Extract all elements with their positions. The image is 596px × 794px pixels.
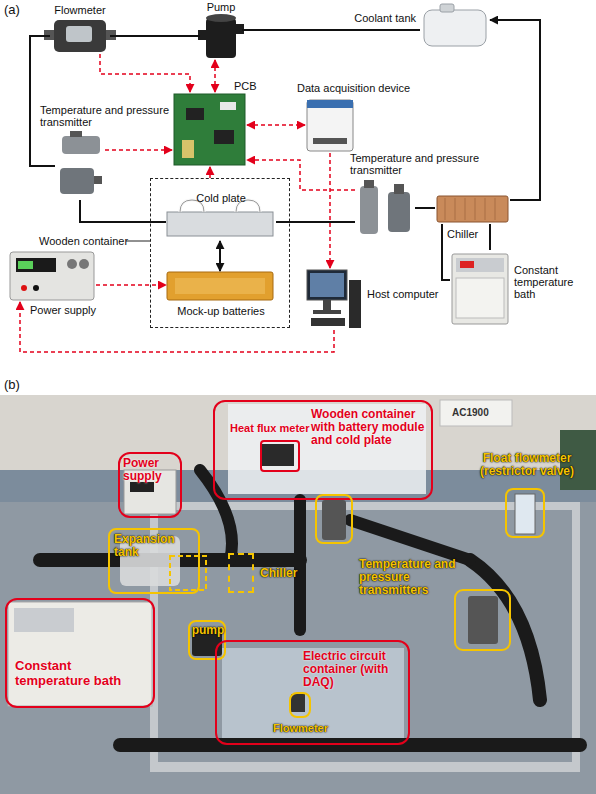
signal-line [100, 54, 190, 92]
node-label: Chiller [447, 228, 478, 240]
node-label: Electric circuit container (with DAQ) [303, 650, 409, 689]
bath-drawing [452, 254, 508, 324]
computer-node: Host computer [305, 268, 363, 330]
callout-box: Expansion tank [108, 528, 200, 594]
pcb-drawing [174, 94, 245, 165]
photo-backdrop [0, 395, 596, 794]
callout-box: Temperature and pressure transmitters [315, 494, 353, 544]
coolant-pipe [242, 29, 420, 31]
node-label: pump [191, 624, 225, 637]
transmitter-node: Temperature and pressure transmitter [355, 180, 415, 240]
node-label: Power supply [30, 304, 96, 316]
coolant-pipe [110, 35, 200, 37]
cold-plate-node: Cold plate [166, 205, 276, 241]
callout-box: Flowmeter [289, 692, 311, 718]
transmitter-node: Temperature and pressure transmitter [55, 132, 105, 200]
node-label: Temperature and pressure transmitters [359, 558, 471, 597]
coolant-pipe [415, 207, 435, 209]
signal-line [214, 60, 216, 92]
node-label: Wooden container with battery module and… [311, 408, 431, 447]
coolant-pipe [490, 20, 540, 200]
daq-drawing [307, 100, 353, 151]
node-label: Flowmeter [40, 4, 120, 16]
callout-box: pump [188, 620, 226, 660]
node-label: Constant temperature bath [15, 658, 145, 688]
panel-label: AC1900 [452, 407, 489, 418]
callout-box: Wooden container with battery module and… [213, 400, 433, 500]
coolant-pipe [30, 36, 55, 166]
callout-box: Chiller [228, 553, 254, 593]
node-label: Heat flux meter [230, 422, 309, 435]
tank-node: Coolant tank [420, 4, 490, 48]
flowmeter-node: Flowmeter [50, 18, 110, 54]
power-supply-drawing [10, 252, 94, 300]
bath-node: Constant temperature bath [450, 250, 510, 325]
power-supply-node: Power supply [8, 250, 96, 302]
node-label: Float flowmeter (restrictor valve) [459, 452, 595, 478]
coolant-pipe [80, 200, 166, 222]
callout-box: Electric circuit container (with DAQ) Flo… [215, 640, 410, 745]
callout-box: Constant temperature bath [5, 598, 155, 708]
cold-plate-drawing [167, 200, 273, 236]
container-box: Wooden containerCold plateMock-up batter… [150, 178, 290, 328]
signal-line [96, 284, 166, 286]
signal-line [20, 302, 334, 352]
callout-box: Float flowmeter (restrictor valve) [505, 488, 545, 538]
panel-label: (b) [4, 378, 20, 392]
coolant-pipe [276, 221, 355, 223]
signal-line [105, 149, 172, 151]
node-label: Cold plate [166, 192, 276, 204]
node-label: Coolant tank [328, 12, 416, 24]
callout-box: Heat flux meter [260, 440, 300, 472]
node-label: Pump [186, 1, 256, 13]
transmitter-drawing [360, 180, 410, 234]
node-label: Constant temperature bath [514, 264, 594, 300]
node-label: Mock-up batteries [166, 305, 276, 317]
battery-node: Mock-up batteries [166, 271, 276, 303]
leader-line [126, 241, 150, 242]
signal-line [247, 160, 355, 190]
node-label: PCB [234, 80, 257, 92]
coolant-pipe [219, 241, 221, 271]
chiller-drawing [437, 196, 508, 222]
flowmeter-drawing [44, 20, 116, 52]
coolant-pipe [442, 224, 450, 280]
daq-node: Data acquisition device [305, 98, 355, 153]
signal-line [247, 124, 305, 126]
panel-label: (a) [4, 3, 20, 17]
computer-drawing [307, 270, 361, 328]
callout-box: Power supply [118, 452, 182, 518]
pump-drawing [198, 14, 244, 58]
node-label: Wooden container [39, 235, 128, 247]
pump-node: Pump [200, 14, 242, 60]
node-label: Power supply [123, 457, 181, 483]
node-label: Temperature and pressure transmitter [40, 104, 170, 128]
transmitter-drawing [60, 131, 102, 194]
tank-drawing [424, 4, 486, 46]
coolant-pipe [489, 224, 491, 250]
node-label: Temperature and pressure transmitter [350, 152, 485, 176]
node-label: Host computer [367, 288, 439, 300]
node-label: Flowmeter [273, 722, 328, 735]
node-label: Expansion tank [114, 533, 198, 559]
battery-drawing [167, 272, 273, 300]
node-label: Data acquisition device [297, 82, 410, 94]
signal-line [329, 153, 331, 268]
node-label: Chiller [260, 567, 297, 580]
chiller-node: Chiller [435, 192, 510, 224]
signal-line [209, 167, 211, 178]
pcb-node: PCB [172, 92, 247, 167]
